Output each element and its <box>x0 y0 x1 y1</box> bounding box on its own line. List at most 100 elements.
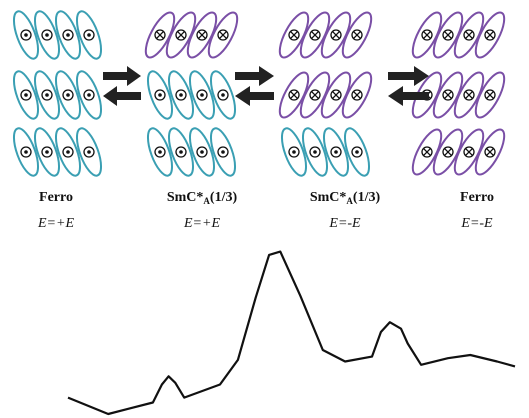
panel-3-field: E=-E <box>329 216 361 231</box>
molecule-dot <box>343 127 371 177</box>
molecule-ellipse <box>299 71 331 119</box>
cross-stroke <box>465 91 473 99</box>
molecule-ellipse <box>299 11 331 59</box>
molecule-ellipse <box>320 71 352 119</box>
molecule-ellipse <box>75 127 103 177</box>
molecule-ellipse <box>33 127 61 177</box>
dot-center <box>221 93 225 97</box>
molecule-dot <box>75 127 103 177</box>
molecule-ellipse <box>75 10 103 60</box>
molecule-ellipse <box>474 71 506 119</box>
molecule-ellipse <box>207 11 239 59</box>
molecule-ellipse <box>474 11 506 59</box>
molecule-ellipse <box>411 11 443 59</box>
right-arrow-icon <box>235 66 274 86</box>
molecule-ellipse <box>188 127 216 177</box>
molecule-cross <box>432 128 464 176</box>
molecule-dot <box>209 127 237 177</box>
dot-center <box>66 93 70 97</box>
molecule-ellipse <box>432 71 464 119</box>
molecule-cross <box>278 71 310 119</box>
transition-arrows <box>103 66 429 106</box>
cross-stroke <box>353 91 361 99</box>
molecule-ellipse <box>12 10 40 60</box>
molecule-cross <box>186 11 218 59</box>
dot-center <box>179 93 183 97</box>
molecule-ellipse <box>453 11 485 59</box>
dot-center <box>45 150 49 154</box>
molecule-ellipse <box>54 10 82 60</box>
molecule-ellipse <box>320 11 352 59</box>
cross-stroke <box>486 148 494 156</box>
molecule-cross <box>453 71 485 119</box>
molecule-panels <box>12 10 506 177</box>
panel-1-field: E=+E <box>37 216 74 231</box>
molecule-dot <box>301 127 329 177</box>
molecule-dot <box>75 10 103 60</box>
cross-stroke <box>444 91 452 99</box>
molecule-dot <box>33 70 61 120</box>
molecule-ellipse <box>33 10 61 60</box>
right-arrow-icon <box>103 66 141 86</box>
molecule-ellipse <box>209 127 237 177</box>
molecule-ellipse <box>188 70 216 120</box>
molecule-dot <box>167 70 195 120</box>
molecule-cross <box>453 128 485 176</box>
dot-center <box>87 93 91 97</box>
molecule-dot <box>188 70 216 120</box>
panel-1 <box>12 10 103 177</box>
molecule-ellipse <box>54 70 82 120</box>
molecule-cross <box>165 11 197 59</box>
panel-3 <box>278 11 373 177</box>
cross-stroke <box>219 31 227 39</box>
panel-2-name: SmC*A(1/3) <box>166 190 238 206</box>
molecule-ellipse <box>75 70 103 120</box>
dot-center <box>45 93 49 97</box>
cross-stroke <box>290 91 298 99</box>
dot-center <box>66 150 70 154</box>
right-arrow-icon <box>388 66 429 86</box>
dot-center <box>179 150 183 154</box>
molecule-ellipse <box>411 71 443 119</box>
molecule-dot <box>146 70 174 120</box>
arrow-pair-1 <box>103 66 141 106</box>
molecule-cross <box>207 11 239 59</box>
molecule-dot <box>188 127 216 177</box>
molecule-dot <box>12 70 40 120</box>
molecule-ellipse <box>432 11 464 59</box>
molecule-ellipse <box>474 128 506 176</box>
molecule-ellipse <box>144 11 176 59</box>
panel-2 <box>144 11 239 177</box>
arrow-pair-3 <box>388 66 429 106</box>
molecule-ellipse <box>453 71 485 119</box>
molecule-ellipse <box>301 127 329 177</box>
dot-center <box>24 93 28 97</box>
dot-center <box>45 33 49 37</box>
molecule-cross <box>474 11 506 59</box>
panel-2-field: E=+E <box>183 216 220 231</box>
molecule-cross <box>320 71 352 119</box>
cross-stroke <box>465 148 473 156</box>
molecule-ellipse <box>165 11 197 59</box>
left-arrow-icon <box>388 86 429 106</box>
molecule-ellipse <box>278 11 310 59</box>
molecule-cross <box>474 71 506 119</box>
molecule-cross <box>411 128 443 176</box>
response-curve <box>67 250 516 416</box>
dot-center <box>158 150 162 154</box>
cross-stroke <box>198 31 206 39</box>
molecule-dot <box>54 10 82 60</box>
cross-stroke <box>177 31 185 39</box>
cross-stroke <box>311 91 319 99</box>
molecule-ellipse <box>280 127 308 177</box>
molecule-ellipse <box>12 127 40 177</box>
molecule-ellipse <box>278 71 310 119</box>
molecule-cross <box>299 11 331 59</box>
panel-3-name: SmC*A(1/3) <box>309 190 381 206</box>
dot-center <box>355 150 359 154</box>
cross-stroke <box>423 148 431 156</box>
cross-stroke <box>311 31 319 39</box>
molecule-ellipse <box>146 127 174 177</box>
molecule-ellipse <box>343 127 371 177</box>
dot-center <box>292 150 296 154</box>
